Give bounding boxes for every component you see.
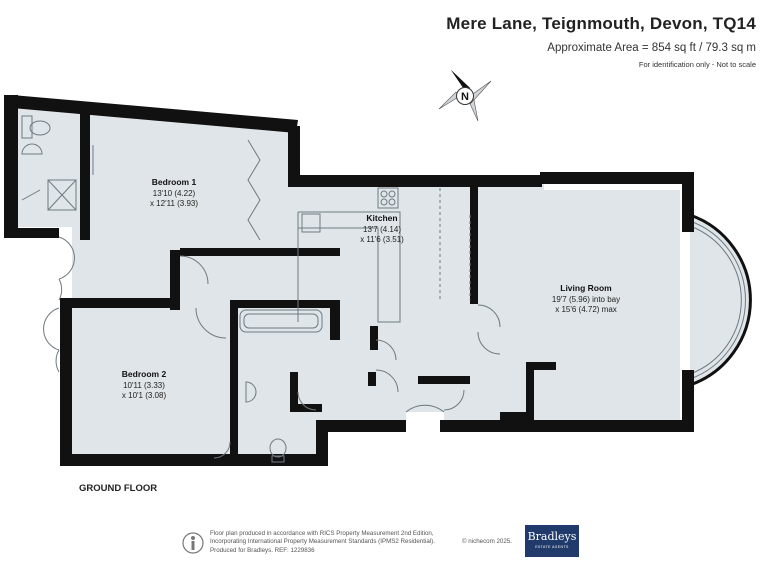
room-name: Bedroom 2 xyxy=(122,369,167,379)
footer-line: Produced for Bradleys. REF: 1229836 xyxy=(210,546,315,554)
room-dimension: x 15'6 (4.72) max xyxy=(555,305,617,314)
room-dimension: 13'7 (4.14) xyxy=(363,225,401,234)
room-dimension: 19'7 (5.96) into bay xyxy=(552,295,620,304)
room-bedroom-1: Bedroom 1 13'10 (4.22) x 12'11 (3.93) xyxy=(150,177,198,208)
room-dimension: 13'10 (4.22) xyxy=(153,189,196,198)
property-address: Mere Lane, Teignmouth, Devon, TQ14 xyxy=(446,14,756,33)
room-living-room: Living Room 19'7 (5.96) into bay x 15'6 … xyxy=(552,283,620,314)
floor-label: GROUND FLOOR xyxy=(79,483,158,494)
room-name: Bedroom 1 xyxy=(152,177,197,187)
walls xyxy=(4,95,694,466)
compass-icon: N xyxy=(438,70,492,122)
approximate-area: Approximate Area = 854 sq ft / 79.3 sq m xyxy=(547,42,756,54)
floor-area xyxy=(12,105,680,458)
room-name: Living Room xyxy=(560,283,612,293)
room-bedroom-2: Bedroom 2 10'11 (3.33) x 10'1 (3.08) xyxy=(122,369,167,400)
brand-name: Bradleys xyxy=(527,530,577,543)
fixtures xyxy=(21,115,501,463)
room-name: Kitchen xyxy=(366,213,397,223)
footer-line: Incorporating International Property Mea… xyxy=(210,538,435,546)
copyright: © nichecom 2025. xyxy=(462,538,512,545)
brand-logo: Bradleys ESTATE AGENTS xyxy=(525,525,579,557)
rics-logo-icon xyxy=(182,532,204,554)
room-dimension: x 12'11 (3.93) xyxy=(150,199,198,208)
brand-subtitle: ESTATE AGENTS xyxy=(535,545,569,549)
room-dimension: x 10'1 (3.08) xyxy=(122,391,167,400)
compass-letter: N xyxy=(461,91,469,103)
footer-text: Floor plan produced in accordance with R… xyxy=(210,530,435,555)
footer-line: Floor plan produced in accordance with R… xyxy=(210,530,434,537)
room-kitchen: Kitchen 13'7 (4.14) x 11'6 (3.51) xyxy=(360,213,404,244)
scale-note: For identification only - Not to scale xyxy=(638,60,756,69)
bay-window xyxy=(689,213,752,387)
room-dimension: x 11'6 (3.51) xyxy=(360,235,404,244)
room-dimension: 10'11 (3.33) xyxy=(123,381,165,390)
